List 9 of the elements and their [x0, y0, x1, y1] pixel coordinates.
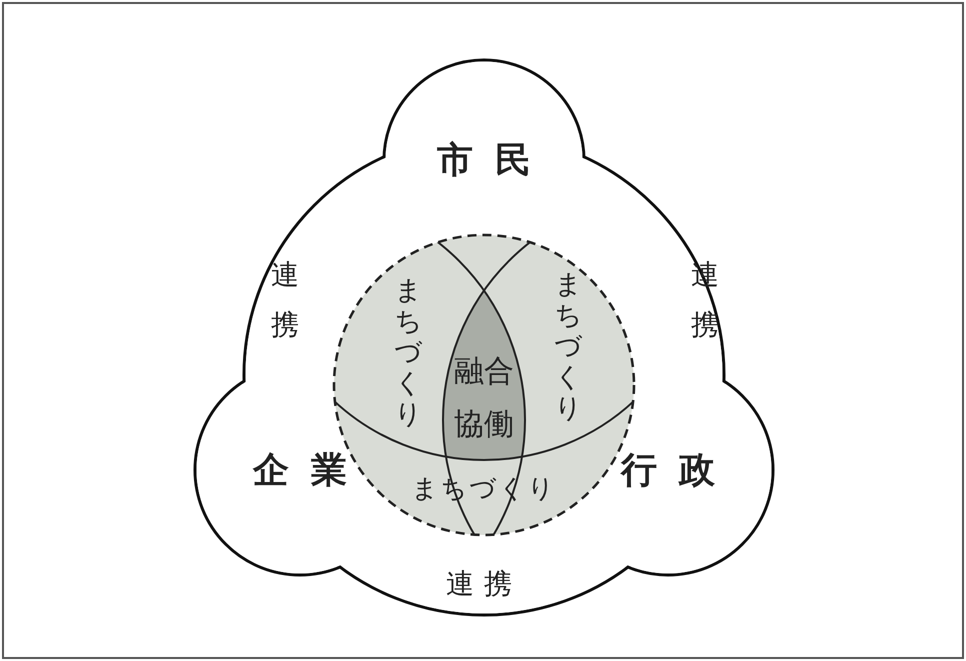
center-label: 融合	[454, 353, 514, 391]
region-label: まちづくり	[554, 268, 582, 424]
center-label: 協働	[454, 406, 514, 444]
group-label: 市民	[437, 138, 553, 182]
region-label: まちづくり	[394, 274, 422, 430]
link-label: 連携	[271, 256, 299, 343]
group-label: 行政	[621, 448, 737, 492]
link-label: 連携	[446, 566, 522, 602]
group-label: 企業	[253, 448, 369, 492]
